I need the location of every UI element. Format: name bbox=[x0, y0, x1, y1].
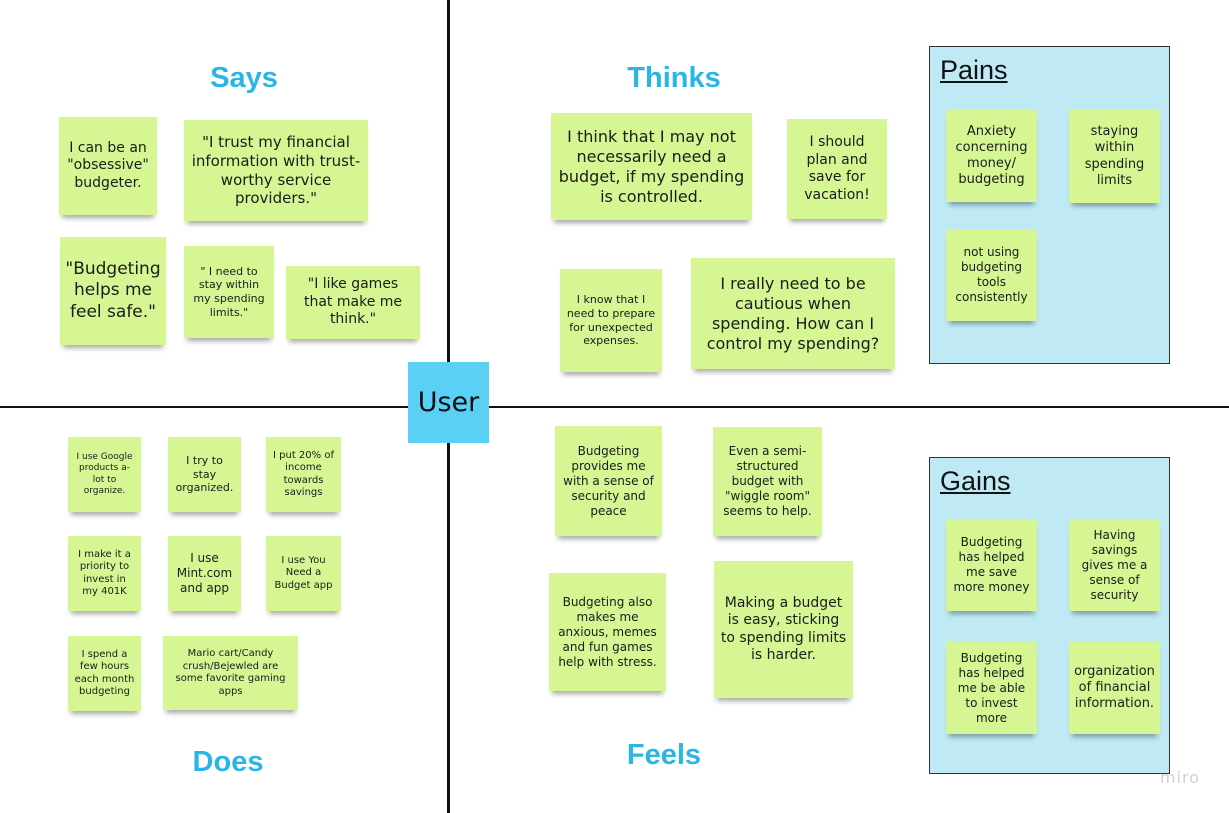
sticky-note[interactable]: I should plan and save for vacation! bbox=[787, 119, 887, 219]
sticky-note[interactable]: I put 20% of income towards savings bbox=[266, 437, 341, 512]
sticky-note[interactable]: I use Mint.com and app bbox=[168, 536, 241, 611]
miro-watermark: miro bbox=[1160, 768, 1201, 787]
says-heading: Says bbox=[210, 62, 278, 94]
sticky-note[interactable]: " I need to stay within my spending limi… bbox=[184, 246, 274, 338]
sticky-note[interactable]: I really need to be cautious when spendi… bbox=[691, 258, 895, 369]
sticky-note[interactable]: I try to stay organized. bbox=[168, 437, 241, 512]
sticky-note[interactable]: "Budgeting helps me feel safe." bbox=[60, 237, 166, 345]
sticky-note[interactable]: "I like games that make me think." bbox=[286, 266, 420, 339]
sticky-note[interactable]: I use You Need a Budget app bbox=[266, 536, 341, 611]
sticky-note[interactable]: I spend a few hours each month budgeting bbox=[68, 636, 141, 711]
sticky-note[interactable]: "I trust my financial information with t… bbox=[184, 120, 368, 221]
sticky-note[interactable]: Making a budget is easy, sticking to spe… bbox=[714, 561, 853, 698]
sticky-note[interactable]: Mario cart/Candy crush/Bejewled are some… bbox=[163, 636, 298, 710]
sticky-note[interactable]: Budgeting also makes me anxious, memes a… bbox=[549, 573, 666, 691]
gains-title: Gains bbox=[940, 466, 1011, 496]
sticky-note[interactable]: Even a semi-structured budget with "wigg… bbox=[713, 427, 822, 536]
sticky-note[interactable]: I can be an "obsessive" budgeter. bbox=[59, 117, 157, 215]
sticky-note[interactable]: I know that I need to prepare for unexpe… bbox=[560, 269, 662, 372]
sticky-note[interactable]: not using budgeting tools consistently bbox=[946, 229, 1037, 321]
sticky-note[interactable]: staying within spending limits bbox=[1069, 110, 1160, 203]
sticky-note[interactable]: I make it a priority to invest in my 401… bbox=[68, 536, 141, 611]
horizontal-divider bbox=[0, 406, 1229, 408]
sticky-note[interactable]: I use Google products a-lot to organize. bbox=[68, 437, 141, 512]
sticky-note[interactable]: Budgeting provides me with a sense of se… bbox=[555, 426, 662, 536]
sticky-note[interactable]: Having savings gives me a sense of secur… bbox=[1069, 519, 1160, 611]
sticky-note[interactable]: organization of financial information. bbox=[1069, 642, 1160, 734]
sticky-note[interactable]: I think that I may not necessarily need … bbox=[551, 113, 752, 220]
sticky-note[interactable]: Budgeting has helped me be able to inves… bbox=[946, 642, 1037, 734]
feels-heading: Feels bbox=[626, 739, 702, 771]
sticky-note[interactable]: Budgeting has helped me save more money bbox=[946, 519, 1037, 611]
user-center-box[interactable]: User bbox=[408, 362, 489, 443]
does-heading: Does bbox=[192, 746, 264, 778]
thinks-heading: Thinks bbox=[627, 62, 721, 94]
pains-title: Pains bbox=[940, 55, 1008, 85]
sticky-note[interactable]: Anxiety concerning money/ budgeting bbox=[946, 110, 1037, 202]
